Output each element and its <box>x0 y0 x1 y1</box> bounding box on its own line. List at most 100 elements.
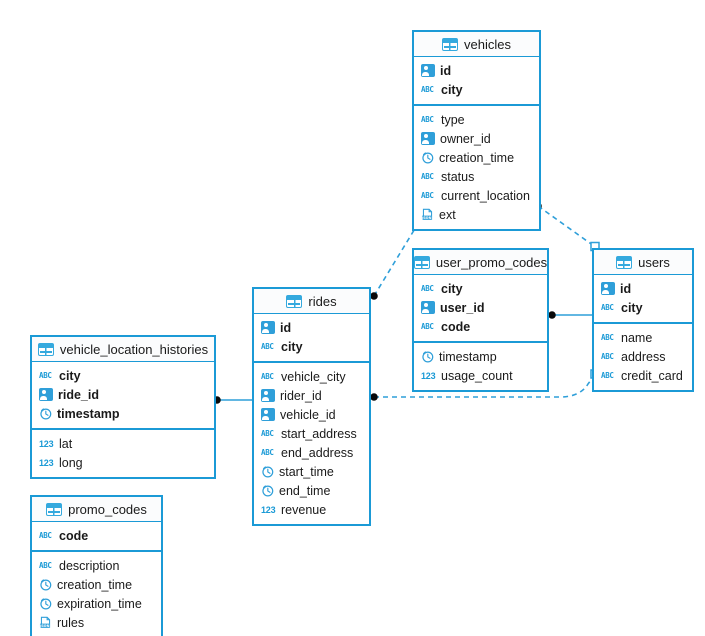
id-card-icon <box>261 321 275 334</box>
json-icon: JSON <box>421 208 434 221</box>
table-header-vehicle_location_histories[interactable]: vehicle_location_histories <box>32 337 214 362</box>
column-row-rules[interactable]: JSON rules <box>32 613 161 632</box>
numeric-icon: 123 <box>421 370 436 381</box>
column-row-start_time[interactable]: start_time <box>254 462 369 481</box>
column-row-id[interactable]: id <box>254 318 369 337</box>
column-row-city[interactable]: ABC city <box>414 279 547 298</box>
column-name: city <box>59 368 81 383</box>
column-row-city[interactable]: ABC city <box>32 366 214 385</box>
column-name: expiration_time <box>57 596 142 611</box>
column-name: ride_id <box>58 387 99 402</box>
table-header-rides[interactable]: rides <box>254 289 369 314</box>
relationship-users-user-promo-codes <box>548 311 592 319</box>
column-name: timestamp <box>57 406 120 421</box>
id-card-icon <box>261 408 275 421</box>
column-name: vehicle_id <box>280 407 336 422</box>
column-name: status <box>441 169 475 184</box>
column-row-owner_id[interactable]: owner_id <box>414 129 539 148</box>
abc-string-icon: ABC <box>601 302 614 312</box>
column-row-vehicle_id[interactable]: vehicle_id <box>254 405 369 424</box>
column-row-user_id[interactable]: user_id <box>414 298 547 317</box>
table-icon <box>37 342 54 356</box>
table-icon <box>46 502 63 516</box>
column-name: description <box>59 558 120 573</box>
table-title: promo_codes <box>68 501 147 517</box>
json-icon: JSON <box>39 616 52 629</box>
column-row-timestamp[interactable]: timestamp <box>414 347 547 366</box>
column-name: lat <box>59 436 73 451</box>
abc-string-icon: ABC <box>261 341 274 351</box>
clock-icon <box>261 465 274 478</box>
column-name: creation_time <box>57 577 133 592</box>
column-row-rider_id[interactable]: rider_id <box>254 386 369 405</box>
column-name: start_address <box>281 426 357 441</box>
column-row-timestamp[interactable]: timestamp <box>32 404 214 423</box>
column-name: rider_id <box>280 388 322 403</box>
column-name: id <box>440 63 452 78</box>
clock-icon <box>39 407 52 420</box>
column-name: ext <box>439 207 456 222</box>
column-row-creation_time[interactable]: creation_time <box>414 148 539 167</box>
column-name: rules <box>57 615 85 630</box>
svg-text:JSON: JSON <box>39 624 50 628</box>
column-row-expiration_time[interactable]: expiration_time <box>32 594 161 613</box>
table-icon <box>286 294 303 308</box>
column-row-ext[interactable]: JSON ext <box>414 205 539 224</box>
clock-icon <box>421 151 434 164</box>
table-header-users[interactable]: users <box>594 250 692 275</box>
table-title: users <box>638 254 670 270</box>
column-name: end_time <box>279 483 331 498</box>
table-icon <box>413 255 430 269</box>
column-row-end_time[interactable]: end_time <box>254 481 369 500</box>
table-header-user_promo_codes[interactable]: user_promo_codes <box>413 250 547 275</box>
abc-string-icon: ABC <box>39 370 52 380</box>
table-header-promo_codes[interactable]: promo_codes <box>32 497 161 522</box>
column-name: city <box>441 281 463 296</box>
clock-icon <box>261 484 274 497</box>
table-header-vehicles[interactable]: vehicles <box>414 32 539 57</box>
column-row-id[interactable]: id <box>594 279 692 298</box>
column-row-ride_id[interactable]: ride_id <box>32 385 214 404</box>
column-name: type <box>441 112 465 127</box>
abc-string-icon: ABC <box>421 283 434 293</box>
column-row-creation_time[interactable]: creation_time <box>32 575 161 594</box>
svg-text:JSON: JSON <box>421 216 432 220</box>
column-row-id[interactable]: id <box>414 61 539 80</box>
column-name: vehicle_city <box>281 369 346 384</box>
abc-string-icon: ABC <box>39 530 52 540</box>
edge-endpoint-filled <box>548 311 556 319</box>
id-card-icon <box>421 132 435 145</box>
